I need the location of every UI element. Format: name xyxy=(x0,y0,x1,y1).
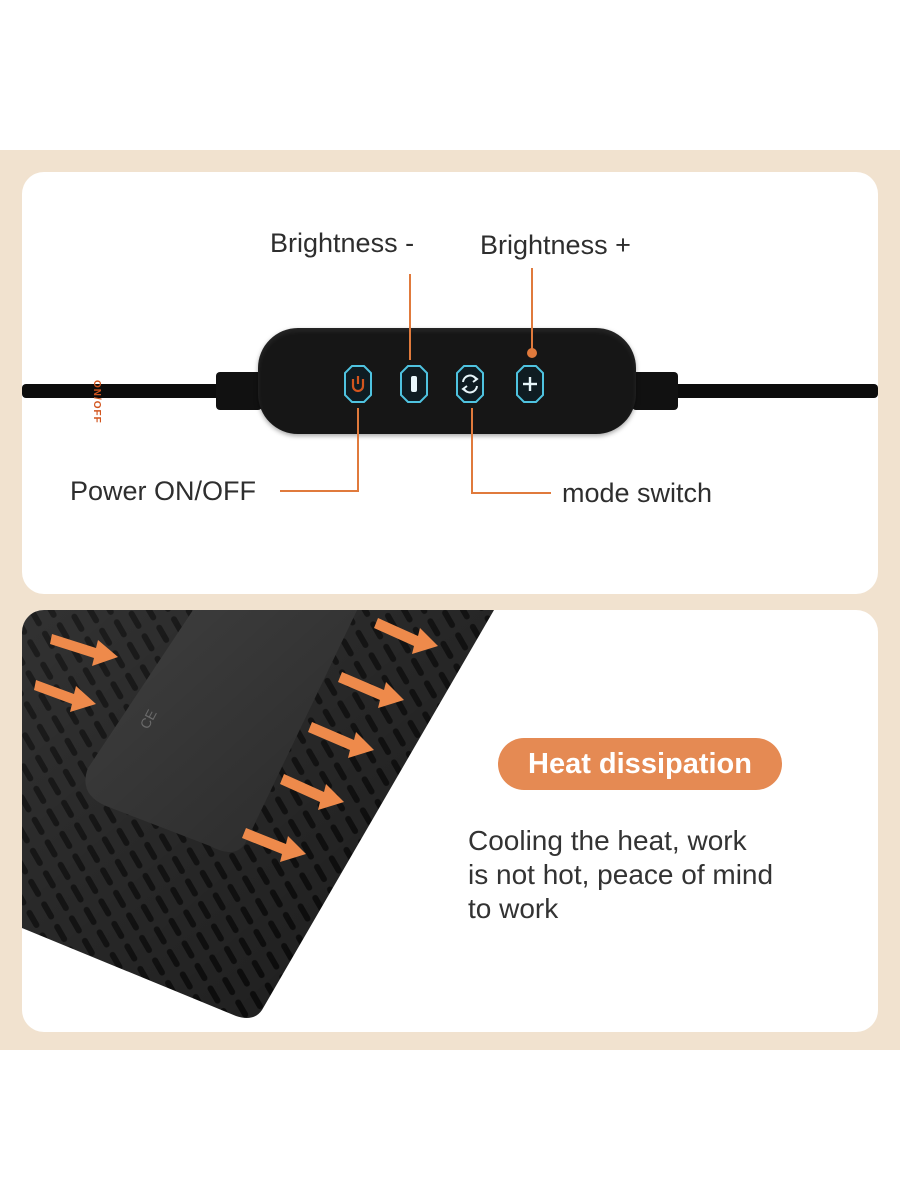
controller-panel: ON/OFF Brightnes xyxy=(22,172,878,594)
description-line: to work xyxy=(468,893,559,924)
power-icon xyxy=(344,365,372,403)
cable-right xyxy=(672,384,878,398)
leader-power-horizontal xyxy=(280,490,359,492)
description-line: is not hot, peace of mind xyxy=(468,859,774,890)
brightness-plus-button[interactable] xyxy=(516,365,544,403)
dot-brightness-plus xyxy=(527,348,537,358)
plus-icon xyxy=(516,365,544,403)
leader-mode-horizontal xyxy=(471,492,551,494)
label-power: Power ON/OFF xyxy=(70,476,257,506)
light-back-photo: CE xyxy=(22,610,494,1018)
airflow-arrows xyxy=(34,618,438,862)
heat-description: Cooling the heat, work is not hot, peace… xyxy=(468,824,868,926)
device-onoff-text: ON/OFF xyxy=(91,380,102,424)
heat-dissipation-badge: Heat dissipation xyxy=(498,738,782,790)
cable-plug-left xyxy=(216,372,262,410)
power-button[interactable] xyxy=(344,365,372,403)
leader-power-vertical xyxy=(357,408,359,492)
description-line: Cooling the heat, work xyxy=(468,825,747,856)
cable-left xyxy=(22,384,222,398)
leader-brightness-minus xyxy=(409,274,411,360)
leader-brightness-plus xyxy=(531,268,533,352)
label-brightness-plus: Brightness + xyxy=(480,230,631,260)
heat-panel: CE Heat dissipation Cooling the heat, wo… xyxy=(22,610,878,1032)
label-brightness-minus: Brightness - xyxy=(270,228,415,258)
minus-icon xyxy=(400,365,428,403)
label-mode-switch: mode switch xyxy=(562,478,713,508)
cable-plug-right xyxy=(632,372,678,410)
remote-controller xyxy=(258,328,636,434)
leader-mode-vertical xyxy=(471,408,473,494)
mode-switch-button[interactable] xyxy=(456,365,484,403)
brightness-minus-button[interactable] xyxy=(400,365,428,403)
refresh-icon xyxy=(456,365,484,403)
